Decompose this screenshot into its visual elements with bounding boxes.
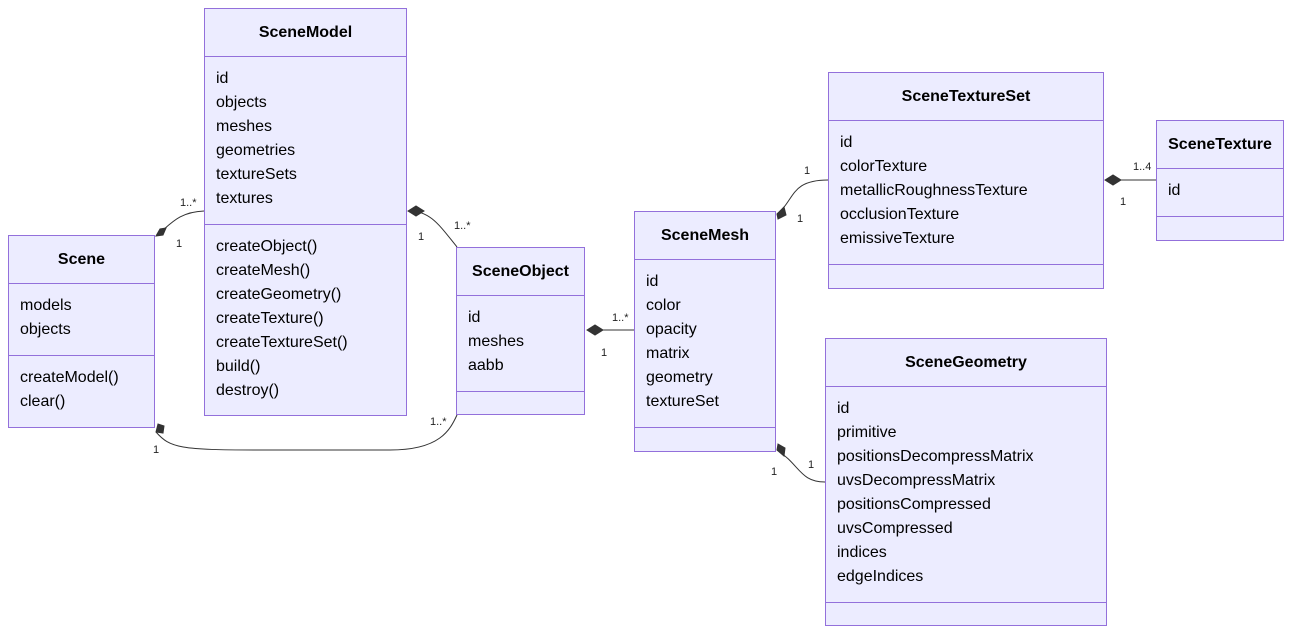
composition-diamond-textureset-texture xyxy=(1104,174,1122,186)
composition-diamond-scene-object xyxy=(155,423,165,434)
class-box-scene[interactable]: Scene models objects createModel() clear… xyxy=(8,235,155,428)
method: createModel() xyxy=(20,369,119,386)
attribute: id xyxy=(1168,182,1181,199)
method: createObject() xyxy=(216,238,318,255)
composition-diamond-model-object xyxy=(407,205,425,217)
class-attributes: id colorTexture metallicRoughnessTexture… xyxy=(829,121,1103,265)
class-box-sceneobject[interactable]: SceneObject id meshes aabb xyxy=(456,247,585,415)
attribute: aabb xyxy=(468,357,504,374)
edge-scene-sceneobject xyxy=(155,414,458,451)
mult-label: 1 xyxy=(153,444,159,456)
composition-diamond-scene-model xyxy=(155,227,167,237)
class-box-scenemodel[interactable]: SceneModel id objects meshes geometries … xyxy=(204,8,407,416)
class-attributes: id xyxy=(1157,169,1283,217)
attribute: id xyxy=(468,309,481,326)
attribute: textures xyxy=(216,190,273,207)
attribute: uvsDecompressMatrix xyxy=(837,472,996,489)
method: createTextureSet() xyxy=(216,334,348,351)
method: build() xyxy=(216,358,261,375)
class-attributes: id meshes aabb xyxy=(457,296,584,392)
attribute: objects xyxy=(216,94,267,111)
mult-label: 1..* xyxy=(180,197,197,209)
attribute: id xyxy=(840,134,853,151)
composition-diamond-mesh-textureset xyxy=(776,206,787,220)
attribute: primitive xyxy=(837,424,897,441)
attribute: edgeIndices xyxy=(837,568,924,585)
method: destroy() xyxy=(216,382,280,399)
class-box-scenegeometry[interactable]: SceneGeometry id primitive positionsDeco… xyxy=(825,338,1107,626)
attribute: id xyxy=(837,400,850,417)
class-title: SceneTexture xyxy=(1157,121,1283,169)
attribute: meshes xyxy=(216,118,273,135)
class-title: Scene xyxy=(9,236,154,284)
method: createTexture() xyxy=(216,310,324,327)
attribute: positionsDecompressMatrix xyxy=(837,448,1034,465)
mult-label: 1 xyxy=(808,459,814,471)
class-attributes: id objects meshes geometries textureSets… xyxy=(205,57,406,225)
class-methods xyxy=(1157,217,1283,227)
mult-label: 1 xyxy=(601,347,607,359)
mult-label: 1 xyxy=(804,165,810,177)
class-box-scenetexture[interactable]: SceneTexture id xyxy=(1156,120,1284,241)
attribute: textureSet xyxy=(646,393,719,410)
attribute: meshes xyxy=(468,333,525,350)
attribute: emissiveTexture xyxy=(840,230,955,247)
mult-label: 1..* xyxy=(430,416,447,428)
attribute: matrix xyxy=(646,345,690,362)
attribute: metallicRoughnessTexture xyxy=(840,182,1028,199)
composition-diamond-mesh-geometry xyxy=(776,443,786,457)
class-box-scenemesh[interactable]: SceneMesh id color opacity matrix geomet… xyxy=(634,211,776,452)
mult-label: 1..* xyxy=(612,312,629,324)
attribute: geometry xyxy=(646,369,713,386)
class-title: SceneMesh xyxy=(635,212,775,260)
mult-label: 1 xyxy=(797,213,803,225)
attribute: uvsCompressed xyxy=(837,520,953,537)
attribute: color xyxy=(646,297,681,314)
class-attributes: id primitive positionsDecompressMatrix u… xyxy=(826,387,1106,603)
class-title: SceneModel xyxy=(205,9,406,57)
class-methods: createModel() clear() xyxy=(9,356,154,414)
mult-label: 1 xyxy=(176,238,182,250)
attribute: geometries xyxy=(216,142,296,159)
attribute: indices xyxy=(837,544,887,561)
mult-label: 1..* xyxy=(454,220,471,232)
attribute: positionsCompressed xyxy=(837,496,991,513)
class-methods xyxy=(457,392,584,402)
class-title: SceneGeometry xyxy=(826,339,1106,387)
attribute: opacity xyxy=(646,321,697,338)
class-methods xyxy=(826,603,1106,613)
attribute: id xyxy=(216,70,229,87)
class-methods xyxy=(829,265,1103,275)
attribute: id xyxy=(646,273,659,290)
method: createMesh() xyxy=(216,262,311,279)
class-box-scenetextureset[interactable]: SceneTextureSet id colorTexture metallic… xyxy=(828,72,1104,289)
attribute: colorTexture xyxy=(840,158,928,175)
edge-scenemodel-sceneobject xyxy=(407,210,458,248)
mult-label: 1 xyxy=(418,231,424,243)
class-title: SceneTextureSet xyxy=(829,73,1103,121)
mult-label: 1 xyxy=(771,466,777,478)
class-methods xyxy=(635,428,775,438)
class-methods: createObject() createMesh() createGeomet… xyxy=(205,225,406,403)
class-title: SceneObject xyxy=(457,248,584,296)
multiplicity-labels: 1..* 1 1..* 1 1..* 1 1..* 1 1 1 1 1 1..4… xyxy=(153,161,1151,478)
attribute: models xyxy=(20,297,72,314)
attribute: occlusionTexture xyxy=(840,206,960,223)
attribute: objects xyxy=(20,321,71,338)
composition-diamond-object-mesh xyxy=(586,324,604,336)
method: createGeometry() xyxy=(216,286,342,303)
mult-label: 1 xyxy=(1120,196,1126,208)
method: clear() xyxy=(20,393,66,410)
class-attributes: id color opacity matrix geometry texture… xyxy=(635,260,775,428)
mult-label: 1..4 xyxy=(1133,161,1151,173)
class-attributes: models objects xyxy=(9,284,154,356)
attribute: textureSets xyxy=(216,166,297,183)
